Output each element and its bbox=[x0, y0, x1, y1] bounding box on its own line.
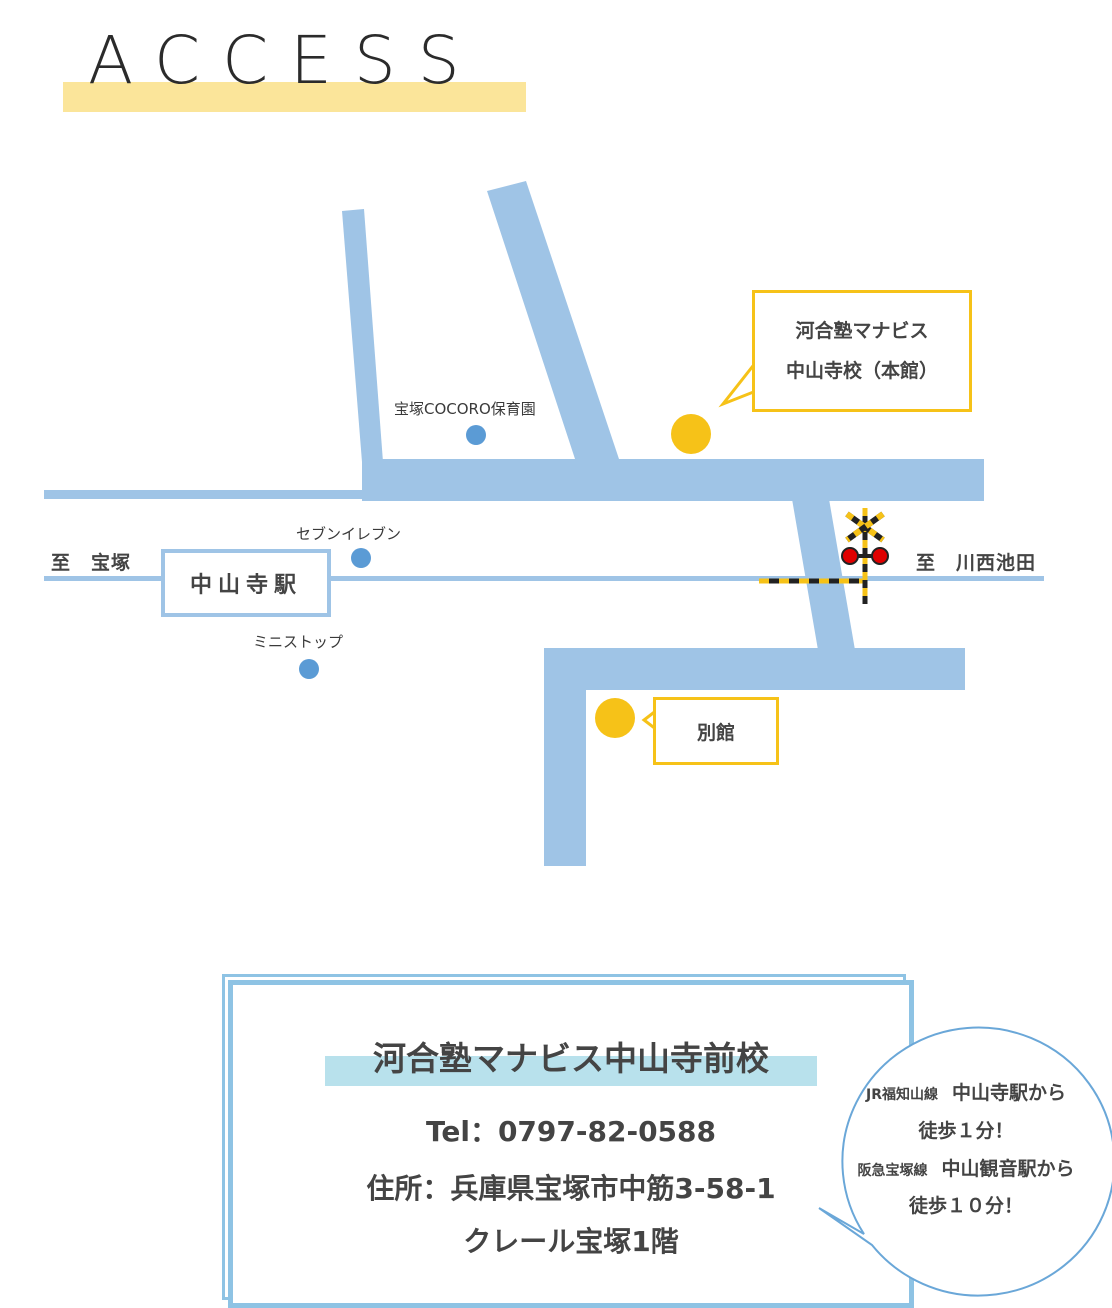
hankyu-walk-time: 徒歩１０分！ bbox=[908, 1195, 1023, 1217]
road-north-diagonal bbox=[487, 181, 620, 462]
jr-line-name: JR福知山線 bbox=[865, 1087, 938, 1103]
road-south-vertical bbox=[544, 648, 586, 866]
road-main-horizontal bbox=[362, 459, 984, 501]
jr-line-route: JR福知山線中山寺駅から bbox=[830, 1078, 1102, 1105]
info-card bbox=[228, 980, 914, 1308]
jr-station-from: 中山寺駅から bbox=[951, 1082, 1066, 1104]
road-crossing-diagonal bbox=[792, 499, 855, 650]
road-north-west bbox=[342, 209, 383, 462]
page-title: ACCESS bbox=[88, 22, 482, 99]
building-name: クレール宝塚1階 bbox=[463, 1225, 679, 1258]
hankyu-station-from: 中山観音駅から bbox=[941, 1158, 1075, 1180]
main-school-name-line2: 中山寺校（本館） bbox=[785, 360, 938, 382]
road-south-horizontal bbox=[544, 648, 965, 690]
main-school-callout: 河合塾マナビス 中山寺校（本館） bbox=[752, 290, 972, 412]
ministop-marker bbox=[299, 659, 319, 679]
road-west-thin bbox=[44, 490, 364, 499]
hankyu-line-route: 阪急宝塚線中山観音駅から bbox=[830, 1154, 1102, 1181]
railway-line bbox=[44, 576, 1044, 581]
railroad-crossing-icon bbox=[759, 508, 889, 604]
ministop-label: ミニストップ bbox=[253, 633, 344, 651]
annex-marker bbox=[595, 698, 635, 738]
title-highlight bbox=[63, 82, 526, 112]
hankyu-line-name: 阪急宝塚線 bbox=[857, 1163, 928, 1179]
seven-eleven-label: セブンイレブン bbox=[296, 525, 402, 543]
direction-west-label: 至 宝塚 bbox=[51, 552, 132, 574]
school-name: 河合塾マナビス中山寺前校 bbox=[373, 1039, 769, 1078]
main-school-name-line1: 河合塾マナビス bbox=[795, 320, 929, 342]
direction-east-label: 至 川西池田 bbox=[916, 552, 1037, 574]
annex-callout: 別館 bbox=[653, 697, 779, 765]
station-label: 中山寺駅 bbox=[161, 549, 331, 617]
jr-walk-time: 徒歩１分！ bbox=[918, 1120, 1014, 1142]
phone-number: Tel：0797-82-0588 bbox=[425, 1115, 717, 1148]
annex-label: 別館 bbox=[696, 721, 735, 744]
address: 住所：兵庫県宝塚市中筋3-58-1 bbox=[366, 1172, 776, 1205]
school-name-highlight bbox=[325, 1056, 817, 1086]
seven-eleven-marker bbox=[351, 548, 371, 568]
nursery-marker bbox=[466, 425, 486, 445]
main-school-marker bbox=[671, 414, 711, 454]
nursery-label: 宝塚COCORO保育園 bbox=[394, 400, 536, 418]
